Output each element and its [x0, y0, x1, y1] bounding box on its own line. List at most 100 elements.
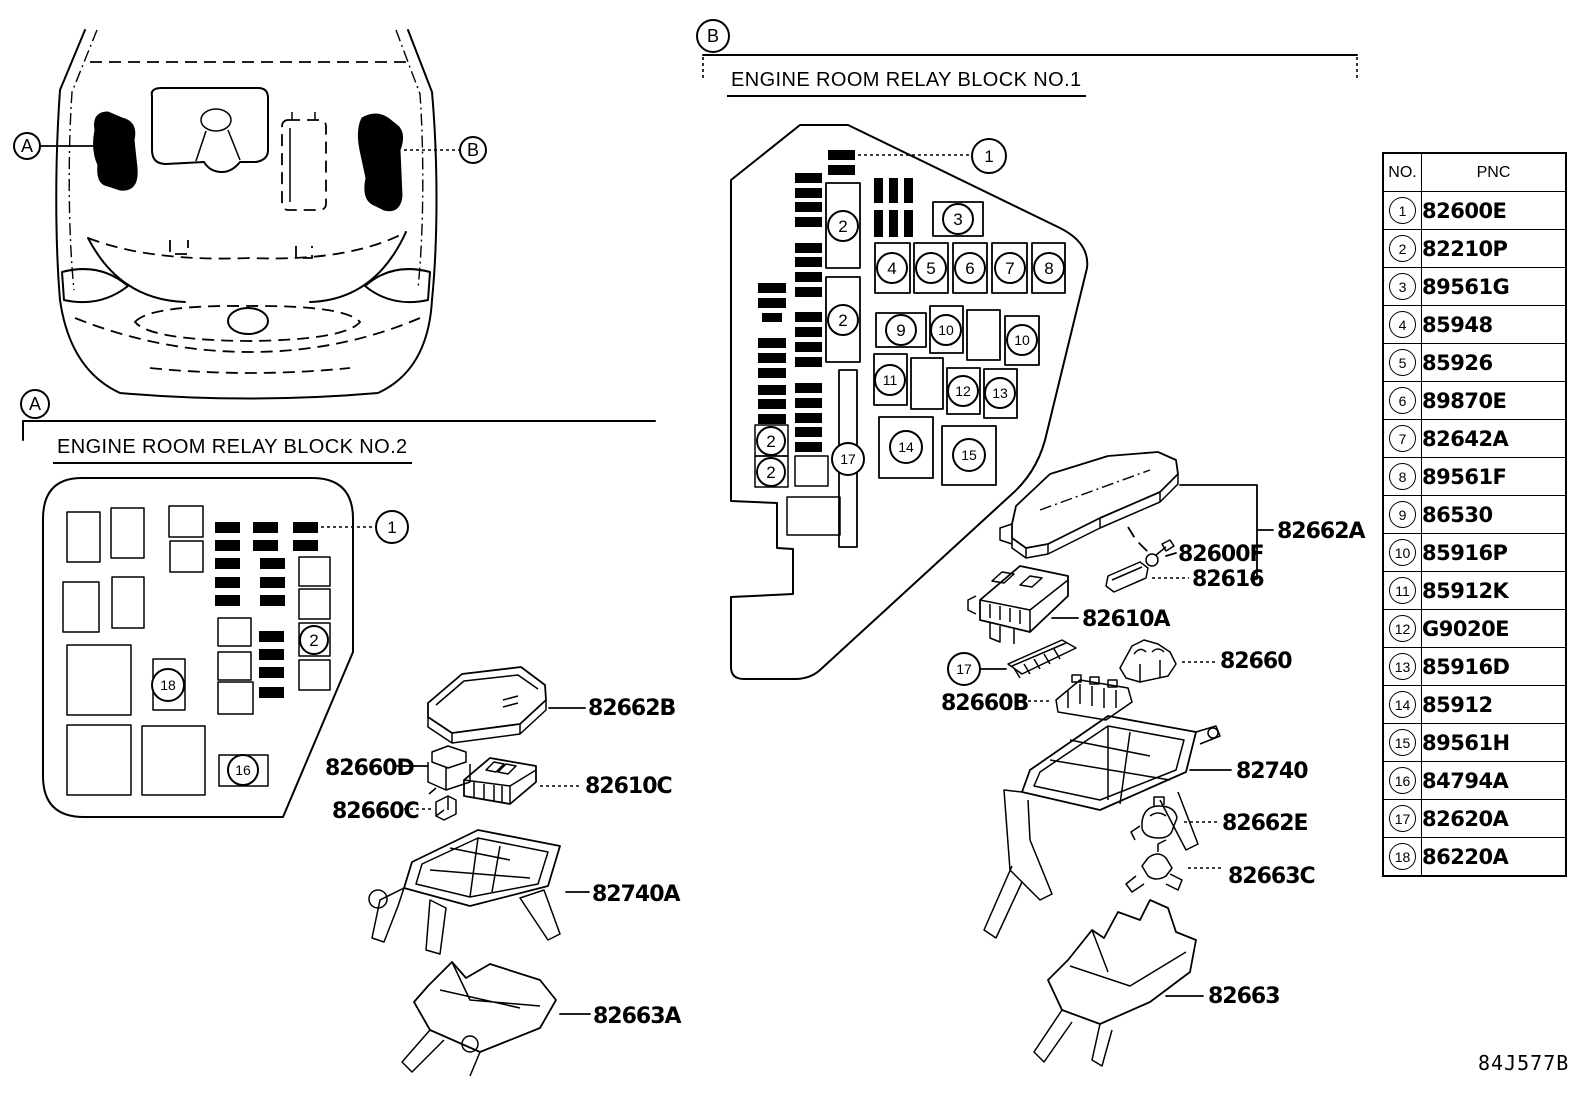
part-label-82660c: 82660C: [332, 799, 420, 824]
row-number-circle: 17: [1389, 805, 1416, 832]
no-cell: 8: [1382, 457, 1422, 496]
relay-cavity: [878, 416, 934, 479]
fuse-bar: [259, 687, 284, 698]
no-cell: 2: [1382, 229, 1422, 268]
part-sketch-82610a: [967, 565, 1079, 644]
callout-3: 3: [953, 210, 962, 229]
part-sketch-82663c: [1125, 839, 1224, 893]
fuse-bar: [259, 631, 284, 642]
no-cell: 1: [1382, 191, 1422, 230]
car-bay-details: [169, 240, 313, 259]
callout-15-circle: [952, 438, 986, 472]
body-boss: [368, 889, 388, 909]
car-engine-cap: [200, 108, 232, 132]
leader-82600f: [1165, 552, 1177, 557]
pnc-value: 89561F: [1421, 457, 1567, 496]
fuse-bar-vertical: [889, 210, 898, 237]
relay-cavity: [62, 581, 100, 633]
part-label-82662b: 82662B: [588, 696, 676, 721]
upper-cover-top: [1011, 451, 1179, 549]
pnc-value: 89870E: [1421, 381, 1567, 420]
relay-cavity: [952, 242, 988, 294]
callout-7-circle: [994, 252, 1026, 284]
body-legs: [371, 887, 561, 955]
row-number-circle: 18: [1389, 843, 1416, 870]
fuse-bar: [795, 442, 822, 452]
section-b-marker-label: B: [707, 26, 719, 46]
callout-1-b: 1: [984, 147, 993, 166]
body-rim-inner: [415, 837, 549, 898]
row-number-circle: 10: [1389, 539, 1416, 566]
fuse-bar: [795, 357, 822, 367]
row-number-circle: 5: [1389, 349, 1416, 376]
relay-block-no1-outline: [730, 124, 1089, 680]
fuse-bar: [795, 188, 822, 198]
fastener-shank: [1155, 539, 1175, 556]
no-cell: 9: [1382, 495, 1422, 534]
car-right-fender-line: [407, 29, 438, 301]
row-number-circle: 2: [1389, 235, 1416, 262]
upper-cover-skirt: [999, 474, 1179, 559]
fuse-bar: [795, 217, 822, 227]
callout-13-circle: [984, 377, 1016, 409]
callout-18-circle: [151, 668, 185, 702]
fuse-bar: [758, 298, 786, 308]
part-label-82616: 82616: [1192, 567, 1265, 592]
part-sketch-82663a: [401, 961, 591, 1077]
relay-cavity: [298, 622, 331, 657]
car-slam-panel-line: [87, 231, 407, 260]
parts-column-b: 17: [947, 451, 1274, 1067]
relay-block-b-location-blob: [357, 113, 404, 212]
callout-1-circle-b: [971, 138, 1007, 174]
car-battery: [281, 119, 327, 211]
car-marker-b-circle: [459, 136, 487, 164]
callout-2-a: 2: [309, 631, 318, 650]
no-cell: 15: [1382, 723, 1422, 762]
relay-cavity: [111, 576, 145, 629]
part-sketch-82740: [983, 715, 1232, 939]
bracket-body: [1105, 561, 1149, 593]
relay-cavity: [66, 511, 101, 563]
callout-15: 15: [961, 447, 977, 463]
no-cell: 6: [1382, 381, 1422, 420]
relay-cavity: [932, 201, 984, 237]
bracket-body: [1125, 839, 1183, 893]
fuse-bar: [795, 243, 822, 253]
row-number-circle: 13: [1389, 653, 1416, 680]
callout-17: 17: [840, 451, 856, 467]
fuse-bar: [795, 312, 822, 322]
block-details: [967, 571, 1069, 644]
cover-skirt: [427, 700, 547, 744]
fuse-bar: [795, 427, 822, 437]
fuse-bar: [758, 283, 786, 293]
callout-9: 9: [896, 321, 905, 340]
callout-14: 14: [898, 439, 914, 455]
fuse-bar: [215, 577, 240, 588]
callout-6-circle: [954, 252, 986, 284]
pnc-value: 86530: [1421, 495, 1567, 534]
car-left-swoosh: [87, 237, 186, 303]
callout-16: 16: [235, 762, 251, 778]
callout-12-circle: [947, 375, 979, 407]
car-bumper-upper-line: [74, 317, 421, 353]
fuse-bar: [758, 338, 786, 348]
fuse-bar: [758, 399, 786, 409]
fuse-bar: [758, 385, 786, 395]
lower-cover-details: [1033, 929, 1187, 1067]
callout-2-circle-a: [299, 625, 329, 655]
relay-cavity: [217, 681, 254, 715]
part-label-82600f: 82600F: [1178, 542, 1265, 567]
part-sketch-82660c: [404, 795, 457, 821]
cover-drop-dashes: [1127, 526, 1149, 553]
part-sketch-82662b: [427, 666, 586, 744]
callout-11: 11: [883, 372, 898, 388]
fastener-head: [1145, 553, 1159, 567]
callout-5-circle: [915, 252, 947, 284]
part-label-82663: 82663: [1208, 984, 1281, 1009]
car-right-headlight: [364, 268, 431, 304]
fuse-bar: [795, 413, 822, 423]
